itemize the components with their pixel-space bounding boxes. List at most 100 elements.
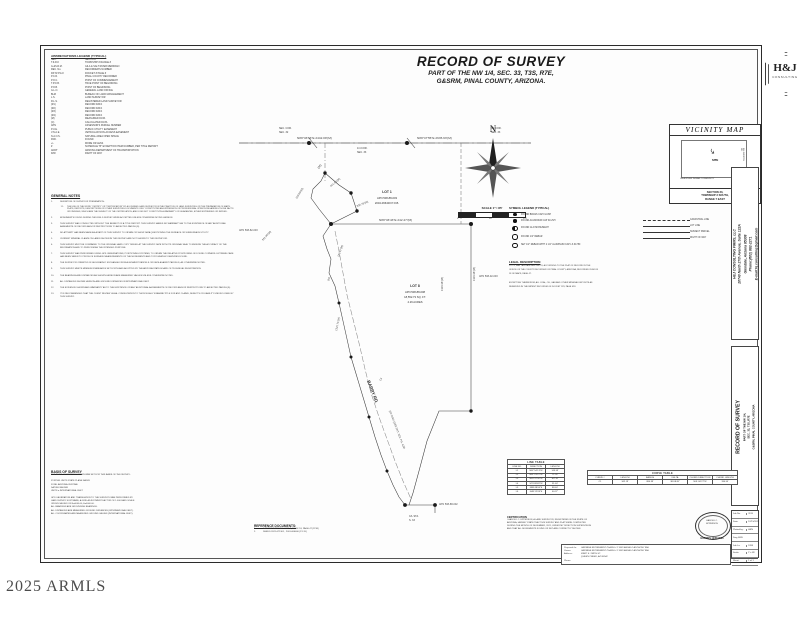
svg-text:S. 33: S. 33 bbox=[409, 519, 415, 521]
vicinity-caption-line2: TOWNSHIP 3 SOUTH, bbox=[701, 194, 729, 198]
abbreviation-key: (M) bbox=[51, 117, 55, 121]
reference-document-item: 1.SAN TAN RANCHES UNIT 8, BOOK 18, PAGE … bbox=[254, 528, 424, 531]
abbreviation-value: RECORD DATA bbox=[85, 103, 103, 107]
vicinity-map-body: ⤷ SITE ELLSWORTH RD. GILA RIVER INDIAN C… bbox=[670, 136, 760, 188]
svg-text:131.97'(M): 131.97'(M) bbox=[336, 244, 344, 257]
legal-description-line: OFFICE OF THE COUNTY RECORDER OF PINAL C… bbox=[509, 269, 599, 272]
abbreviation-value: GENERAL LAND OFFICE bbox=[85, 89, 113, 93]
abbreviation-key: N.A.O.S. bbox=[51, 134, 61, 138]
basis-of-survey: BASIS OF SURVEY THE BASIS OF BEARING HER… bbox=[51, 470, 236, 516]
job-info-row: Job Lu:1995 bbox=[732, 542, 758, 550]
abbreviation-row: (R4)RECORD DATA bbox=[51, 114, 181, 117]
svg-text:SEC. 33: SEC. 33 bbox=[491, 131, 501, 134]
abbreviation-key: SEC. bbox=[51, 58, 57, 61]
job-info-key: Dwg SIZE bbox=[733, 536, 743, 539]
svg-text:N89°46'43"E 242.47'(M): N89°46'43"E 242.47'(M) bbox=[379, 218, 412, 222]
abbreviation-value: PUBLIC UTILITY EASEMENT bbox=[85, 127, 117, 131]
abbreviation-key: (C) bbox=[51, 120, 55, 124]
reference-documents-header: REFERENCE DOCUMENTS: bbox=[254, 524, 297, 528]
symbol-legend-glyph bbox=[509, 219, 521, 223]
abbreviation-row: REC. No.RECORDER'S NUMBER bbox=[51, 68, 181, 71]
svg-text:LOT 8: LOT 8 bbox=[410, 284, 420, 288]
abbreviation-row: (C)CALCULATED DATA bbox=[51, 121, 181, 124]
seal-name-line2: EPPERSON bbox=[706, 522, 718, 525]
job-info-row: Date:12/15/2021 bbox=[732, 519, 759, 527]
symbol-legend-label: SET 1/2" REBAR WITH 2 1/2" ALUMINUM CAP … bbox=[521, 244, 581, 247]
abbreviation-value: TRUE POINT OF BEGINNING bbox=[85, 82, 118, 86]
abbreviation-row: (R1) RECORD DATA bbox=[51, 103, 181, 106]
basis-of-survey-line: ALL BEARINGS ARE GROUNDING BEARINGS. bbox=[51, 506, 98, 509]
general-note-body: THE BEARINGS AND DISTANCES AS SHOWN HERE… bbox=[60, 274, 174, 277]
job-info-key: Sheet bbox=[733, 560, 739, 563]
job-info-row: Sheet 1 of 1 bbox=[732, 558, 758, 566]
abbreviation-key: T.P.O.B. bbox=[51, 82, 60, 86]
line-legend-swatch bbox=[643, 235, 690, 241]
prepared-for-block: Prepared for:VANTAGE RETIREMENT PLANS LL… bbox=[561, 544, 731, 566]
general-subnote: 1.1.THE USE OF THE WORD "CERTIFY" OR "CE… bbox=[51, 206, 236, 214]
job-info-key: Date: bbox=[733, 521, 739, 524]
basis-of-survey-line: UNITS = INTERNATIONAL FEET bbox=[51, 490, 83, 493]
ring-dot-icon bbox=[512, 234, 518, 240]
seal-inner-ring-icon bbox=[698, 515, 728, 537]
svg-text:N89°47'55"E 2635.93'(M): N89°47'55"E 2635.93'(M) bbox=[417, 136, 452, 140]
abbreviation-key: (R2) bbox=[51, 106, 56, 110]
title-main: RECORD OF SURVEY bbox=[416, 54, 566, 69]
general-note-number: 5. bbox=[51, 238, 53, 241]
general-note-body: ALL DISTANCES SHOWN HEREON ARE GROUND DI… bbox=[60, 280, 150, 283]
abbreviation-value: MEASURED DATA bbox=[85, 117, 106, 121]
prepared-for-row: QUEEN CREEK, AZ 85142 bbox=[564, 556, 728, 559]
abbreviation-row: G.&S.R.M.GILA & SALT RIVER MERIDIAN bbox=[51, 65, 181, 68]
vicinity-road-label: ELLSWORTH RD. bbox=[740, 148, 744, 161]
abbreviation-row: FND.FOUND bbox=[51, 138, 181, 141]
job-info-value: 1 of 1 bbox=[746, 560, 758, 563]
seal-text: HAROLD C. EPPERSON bbox=[693, 520, 731, 525]
general-subnote-number: 1.1. bbox=[60, 205, 64, 208]
vicinity-caption-line3: RANGE 7 EAST bbox=[705, 197, 725, 201]
general-note-number: 1. bbox=[51, 201, 53, 204]
general-note: 8.THE SURVEYOR ORIENTED IN GEOGRAPHIC EX… bbox=[51, 262, 236, 265]
svg-text:330.75'(M): 330.75'(M) bbox=[356, 200, 369, 208]
vicinity-map: VICINITY MAP ⤷ SITE ELLSWORTH RD. GILA R… bbox=[669, 124, 761, 205]
lot-labels: LOT 1 APN 508-88-003 2004-066400 P.O.B. … bbox=[375, 190, 426, 304]
abbreviation-value: RECORDER'S NUMBER bbox=[85, 68, 112, 72]
legal-description-line: 18 OF MAPS, PAGE 47. bbox=[509, 273, 532, 276]
symbol-legend-label: FOUND ALUMINUM CAP FLUSH bbox=[521, 220, 556, 223]
abbreviation-key: V.N.A.E. bbox=[51, 131, 60, 135]
general-note-number: 6. bbox=[51, 244, 53, 247]
svg-text:N89°46'53"E 2442.09'(M): N89°46'53"E 2442.09'(M) bbox=[297, 136, 332, 140]
symbol-legend-item: FOUND BRASS CAP FLUSH bbox=[509, 213, 699, 217]
svg-text:661.80'(M): 661.80'(M) bbox=[329, 177, 341, 188]
svg-text:2004-066400 P.O.B.: 2004-066400 P.O.B. bbox=[375, 201, 399, 205]
general-note: 2.MONUMENTS FOUND DURING THIS FIELD SURV… bbox=[51, 217, 236, 220]
basis-of-survey-line: DATUM: NAVD88 bbox=[51, 486, 68, 489]
scale-tick-label: 170' bbox=[522, 218, 527, 220]
general-note: 13.IT IS RECOMMENDED THAT THE CLIENT REV… bbox=[51, 293, 236, 299]
basis-of-survey-line: LAND SURVEY SOFTWARE, A GRID ADJUSTMENT … bbox=[51, 499, 135, 502]
svg-text:APN 508-88-008: APN 508-88-008 bbox=[405, 290, 426, 294]
survey-linework: N89°46'53"E 2442.09'(M) N89°47'55"E 2635… bbox=[239, 127, 531, 521]
line-legend-item: LOT LINE bbox=[643, 223, 745, 229]
prepared-for-row: Prepared for:VANTAGE RETIREMENT PLANS LL… bbox=[564, 547, 728, 550]
certification-lines: I HAROLD C. EPPERSON, A LAND SURVEYOR, R… bbox=[507, 519, 687, 532]
general-note-body: CURRENT MINERAL CLAIMS ON LANDS SHOWN IN… bbox=[60, 238, 168, 241]
reference-documents: REFERENCE DOCUMENTS: 1.SAN TAN RANCHES U… bbox=[254, 524, 424, 535]
symbol-legend-item: SET 1/2" REBAR WITH 2 1/2" ALUMINUM CAP … bbox=[509, 242, 699, 248]
abbreviation-key: FND. bbox=[51, 138, 57, 142]
bearing-labels: N89°46'53"E 2442.09'(M) N89°47'55"E 2635… bbox=[297, 136, 452, 222]
svg-text:SEC. COR.: SEC. COR. bbox=[279, 127, 292, 130]
general-note-body: THIS SURVEY WAS CONDUCTED WITHOUT THE BE… bbox=[60, 223, 226, 229]
general-note: 3.THIS SURVEY WAS CONDUCTED WITHOUT THE … bbox=[51, 223, 236, 229]
abbreviation-value: PINAL COUNTY RECORDER bbox=[85, 75, 117, 79]
abbreviation-key: R/W bbox=[51, 152, 56, 156]
abbreviation-row: #SCHEDULE "B" EXCEPTION ITEM NUMBER, PER… bbox=[51, 145, 181, 148]
legal-description-line bbox=[509, 277, 709, 280]
road-sublabel: (50' R/W) (SEE DKT. 323, PG. 628) bbox=[388, 410, 406, 450]
reference-document-number: 1. bbox=[254, 528, 256, 530]
abbreviation-key: (R1) bbox=[51, 103, 56, 107]
abbreviation-key: R.L.S. bbox=[51, 99, 58, 103]
